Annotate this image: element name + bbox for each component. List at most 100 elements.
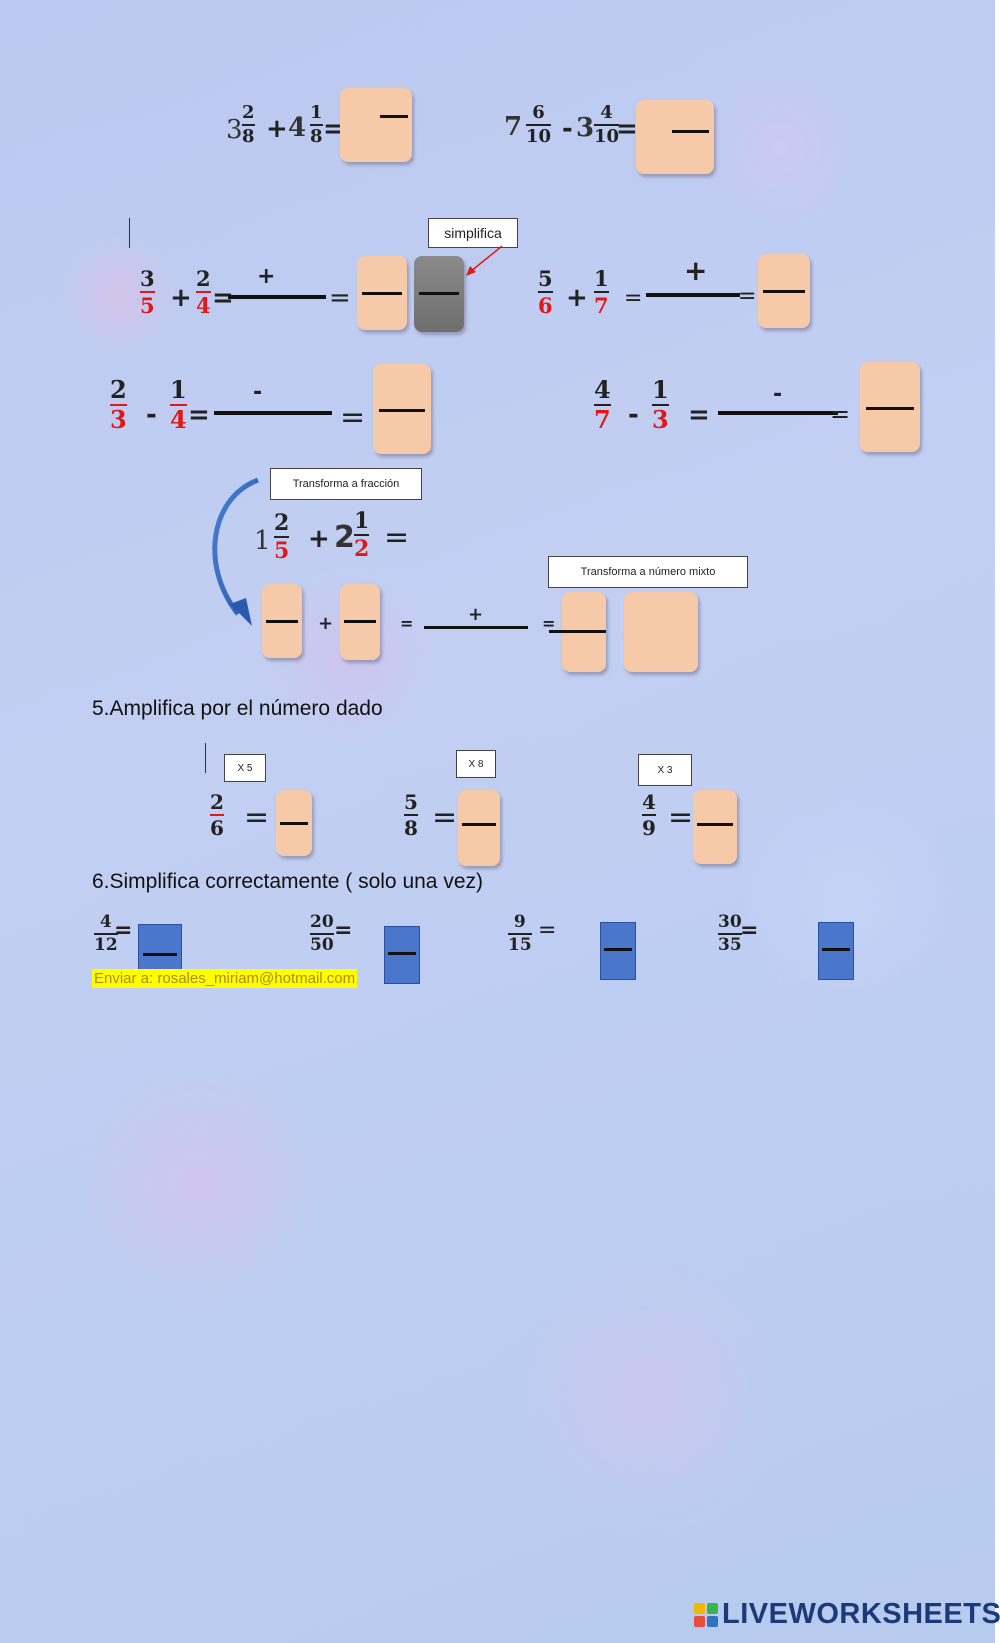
denominator: 3	[652, 405, 669, 434]
answer-box[interactable]	[636, 100, 714, 174]
equals-sign: =	[114, 918, 133, 943]
denominator: 4	[170, 405, 187, 434]
denominator: 7	[594, 293, 609, 318]
whole-number: 4	[288, 113, 307, 143]
denominator: 9	[642, 816, 656, 840]
fraction-bar	[362, 291, 402, 295]
fraction: 3 5	[140, 268, 155, 316]
equals-sign: =	[244, 800, 270, 835]
fraction-bar	[140, 291, 155, 293]
numerator: 4	[600, 102, 613, 123]
answer-box[interactable]	[276, 790, 312, 856]
answer-box[interactable]	[373, 364, 431, 454]
fraction-bar	[279, 821, 309, 825]
denominator: 8	[404, 816, 418, 840]
fraction-bar	[310, 124, 323, 126]
numerator: 4	[99, 912, 112, 932]
denominator: 8	[242, 126, 255, 147]
denominator: 6	[210, 816, 224, 840]
fraction: 6 10	[526, 104, 552, 146]
numerator: 1	[594, 266, 609, 291]
answer-box[interactable]	[818, 922, 854, 980]
whole-number: 3	[576, 113, 595, 143]
answer-line[interactable]	[646, 293, 740, 297]
numerator: 1	[310, 102, 323, 123]
fraction-bar	[274, 536, 290, 538]
fraction: 30 35	[718, 914, 742, 954]
numerator: 2	[274, 510, 290, 536]
transform-fraction-label: Transforma a fracción	[270, 468, 422, 500]
fraction-bar	[94, 933, 118, 935]
answer-line[interactable]	[228, 295, 326, 299]
fraction-bar	[404, 814, 418, 816]
fraction: 4 12	[94, 914, 118, 954]
fraction-bar	[538, 291, 553, 293]
logo-square	[707, 1602, 718, 1614]
answer-box[interactable]	[860, 362, 920, 452]
denominator: 3	[110, 405, 127, 434]
fraction: 20 50	[310, 914, 334, 954]
multiplier-label: X 8	[456, 750, 496, 778]
mixed-number-answer-box[interactable]	[624, 592, 698, 672]
fraction-bar	[462, 823, 496, 827]
fraction-bar	[196, 291, 211, 293]
answer-box[interactable]	[758, 254, 810, 328]
answer-box[interactable]	[693, 790, 737, 864]
email-line: Enviar a: rosales_miriam@hotmail.com	[92, 969, 358, 988]
numerator: 5	[538, 266, 553, 291]
plus-operator: +	[566, 283, 588, 313]
fraction-bar	[419, 292, 459, 296]
fraction-bar	[210, 814, 224, 816]
answer-box[interactable]	[357, 256, 407, 330]
answer-box[interactable]	[600, 922, 636, 980]
numerator: 20	[310, 912, 334, 932]
brand-name: LIVEWORKSHEETS	[722, 1598, 1000, 1630]
fraction-bar	[866, 407, 914, 410]
denominator: 50	[310, 935, 334, 955]
fraction: 1 2	[354, 508, 370, 560]
fraction: 9 15	[508, 914, 532, 954]
plus-operator: +	[257, 264, 276, 289]
equals-sign: =	[616, 114, 638, 144]
answer-line[interactable]	[424, 626, 528, 629]
numerator: 1	[170, 375, 187, 404]
page-right-margin	[995, 0, 1000, 1643]
answer-box[interactable]	[548, 592, 606, 672]
fraction-bar	[697, 822, 733, 826]
answer-box[interactable]	[340, 88, 412, 162]
text-cursor	[129, 218, 130, 248]
equals-sign: =	[384, 520, 410, 555]
answer-line[interactable]	[718, 411, 838, 415]
answer-line[interactable]	[214, 411, 332, 415]
fraction: 1 3	[652, 378, 669, 432]
answer-box[interactable]	[458, 790, 500, 866]
fraction-bar	[594, 291, 609, 293]
answer-box[interactable]	[384, 926, 420, 984]
fraction-bar	[310, 933, 334, 935]
denominator: 5	[140, 293, 155, 318]
plus-operator: +	[308, 524, 330, 554]
fraction-bar	[642, 814, 656, 816]
text-cursor	[205, 743, 206, 773]
fraction: 2 5	[274, 510, 290, 562]
multiplier-label: X 3	[638, 754, 692, 786]
plus-operator: +	[684, 254, 708, 287]
equals-sign: =	[400, 614, 414, 633]
fraction-bar	[508, 933, 532, 935]
numerator: 9	[513, 912, 526, 932]
numerator: 2	[242, 102, 255, 123]
numerator: 1	[354, 508, 370, 534]
numerator: 2	[196, 266, 211, 291]
denominator: 4	[196, 293, 211, 318]
fraction-bar	[718, 933, 742, 935]
equals-sign: =	[334, 918, 353, 943]
answer-box[interactable]	[340, 584, 380, 660]
plus-operator: +	[266, 114, 288, 144]
fraction: 1 4	[170, 378, 187, 432]
equals-sign: =	[323, 114, 345, 144]
fraction-bar	[388, 952, 416, 956]
fraction-bar	[379, 114, 408, 118]
answer-box[interactable]	[262, 584, 302, 658]
fraction: 5 8	[404, 792, 418, 838]
simplified-answer-box[interactable]	[414, 256, 464, 332]
